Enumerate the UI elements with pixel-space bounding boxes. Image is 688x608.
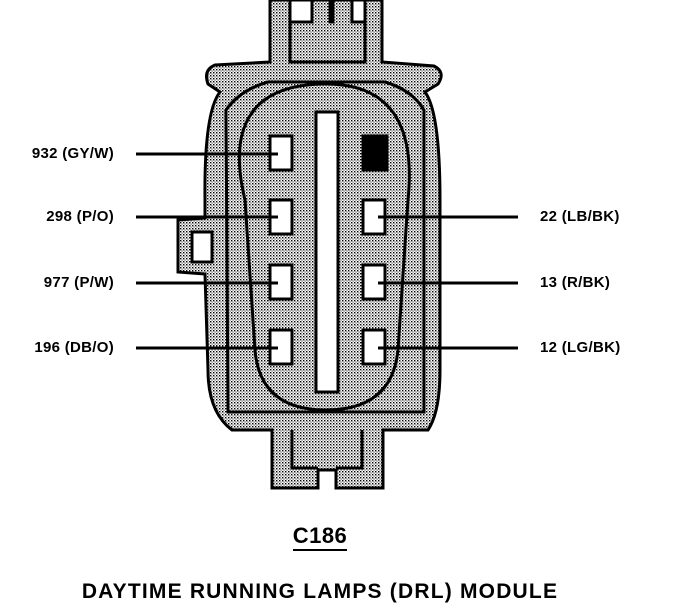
connector-id: C186 (0, 523, 640, 551)
module-title: DAYTIME RUNNING LAMPS (DRL) MODULE (81, 580, 559, 603)
inner-frame (224, 80, 426, 414)
connector-id-text: C186 (292, 523, 348, 551)
top-key-slot (288, 22, 367, 64)
pin-label-left-3: 977 (P/W) (43, 274, 114, 291)
left-latch-tab (190, 230, 214, 264)
bottom-key (290, 430, 364, 470)
pin-label-right-3: 12 (LG/BK) (540, 339, 621, 356)
pin-label-right-2: 13 (R/BK) (540, 274, 611, 291)
pin-label-left-2: 298 (P/O) (46, 208, 114, 225)
cavity-right-blocked (361, 134, 389, 172)
pin-label-left-4: 196 (DB/O) (34, 339, 114, 356)
center-rib (314, 110, 340, 394)
pin-label-right-1: 22 (LB/BK) (540, 208, 620, 225)
pin-label-left-1: 932 (GY/W) (31, 145, 114, 162)
